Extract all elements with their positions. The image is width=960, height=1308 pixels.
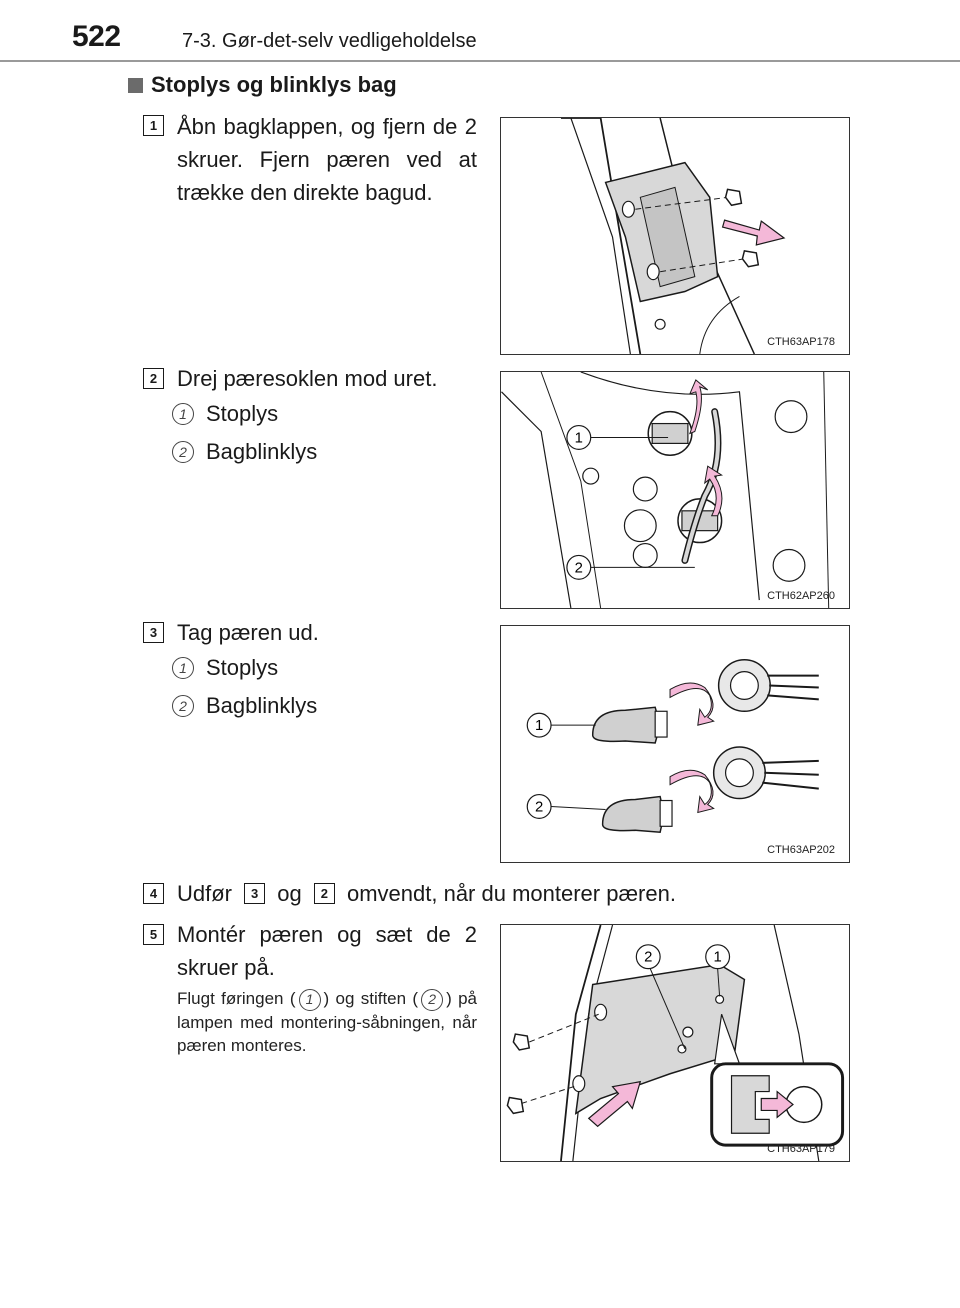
section-title: Stoplys og blinklys bag	[128, 72, 397, 98]
step-badge-1: 1	[143, 115, 164, 136]
note-text-part: ) og stiften (	[323, 989, 419, 1008]
figure-4-illustration: 2 1	[506, 925, 845, 1161]
step-2-item-2: 2 Bagblinklys	[172, 439, 317, 465]
step-3-item-2: 2 Bagblinklys	[172, 693, 317, 719]
step-2-text: Drej pæresoklen mod uret.	[177, 366, 438, 391]
step-2-item-1-label: Stoplys	[206, 401, 279, 426]
figure-callout-2: 2	[535, 799, 543, 815]
step-3-text: Tag pæren ud.	[177, 620, 319, 645]
chapter-title: 7-3. Gør-det-selv vedligeholdelse	[182, 30, 477, 52]
figure-1-illustration	[560, 118, 786, 354]
note-text-part: ) på lampen med montering-såbningen, når…	[177, 989, 477, 1055]
callout-number-2: 2	[421, 988, 444, 1011]
figure-callout-2: 2	[575, 560, 583, 576]
figure-install-bulb: 2 1 CTH63AP179	[500, 924, 850, 1162]
square-bullet-icon	[128, 77, 143, 93]
note-text-part: Flugt føringen (	[177, 989, 296, 1008]
header-divider	[0, 60, 960, 62]
step-3-item-1: 1 Stoplys	[172, 655, 278, 681]
callout-number-1: 1	[172, 403, 194, 425]
figure-callout-1: 1	[714, 950, 722, 966]
figure-code: CTH62AP260	[767, 590, 835, 602]
step-5-text: Montér pæren og sæt de 2 skruer på.	[177, 922, 477, 980]
callout-number-2: 2	[172, 695, 194, 717]
figure-code: CTH63AP179	[767, 1143, 835, 1155]
step-4-text: Udfør 3 og 2 omvendt, når du monterer pæ…	[177, 877, 877, 910]
page-number: 522	[72, 20, 121, 53]
step-badge-2: 2	[143, 368, 164, 389]
figure-remove-bulb: 1 2 CTH63AP202	[500, 625, 850, 863]
step-4-text-part: og	[277, 881, 302, 906]
figure-remove-screws: CTH63AP178	[500, 117, 850, 355]
figure-callout-1: 1	[575, 430, 583, 446]
step-2-item-1: 1 Stoplys	[172, 401, 278, 427]
callout-number-1: 1	[172, 657, 194, 679]
step-4-text-part: omvendt, når du monterer pæren.	[346, 881, 676, 906]
figure-code: CTH63AP178	[767, 336, 835, 348]
step-3-item-1-label: Stoplys	[206, 655, 279, 680]
figure-callout-1: 1	[535, 718, 543, 734]
step-badge-4: 4	[143, 883, 164, 904]
section-title-text: Stoplys og blinklys bag	[151, 72, 397, 97]
figure-code: CTH63AP202	[767, 844, 835, 856]
step-1-text: Åbn bagklappen, og fjern de 2 skruer. Fj…	[177, 114, 477, 205]
step-3-item-2-label: Bagblinklys	[206, 693, 318, 718]
callout-number-2: 2	[172, 441, 194, 463]
step-5-note: Flugt føringen (1) og stiften (2) på lam…	[177, 987, 477, 1057]
figure-callout-2: 2	[644, 950, 652, 966]
step-ref-3: 3	[244, 882, 266, 904]
figure-3-illustration: 1 2	[526, 658, 819, 834]
step-4-text-part: Udfør	[177, 881, 232, 906]
figure-2-illustration: 1 2	[501, 372, 830, 608]
step-badge-3: 3	[143, 622, 164, 643]
step-2-item-2-label: Bagblinklys	[206, 439, 318, 464]
step-badge-5: 5	[143, 924, 164, 945]
callout-number-1: 1	[298, 988, 321, 1011]
page-header: 522 7-3. Gør-det-selv vedligeholdelse	[0, 0, 960, 64]
step-ref-2: 2	[313, 882, 335, 904]
figure-turn-socket: 1 2 CTH62AP260	[500, 371, 850, 609]
